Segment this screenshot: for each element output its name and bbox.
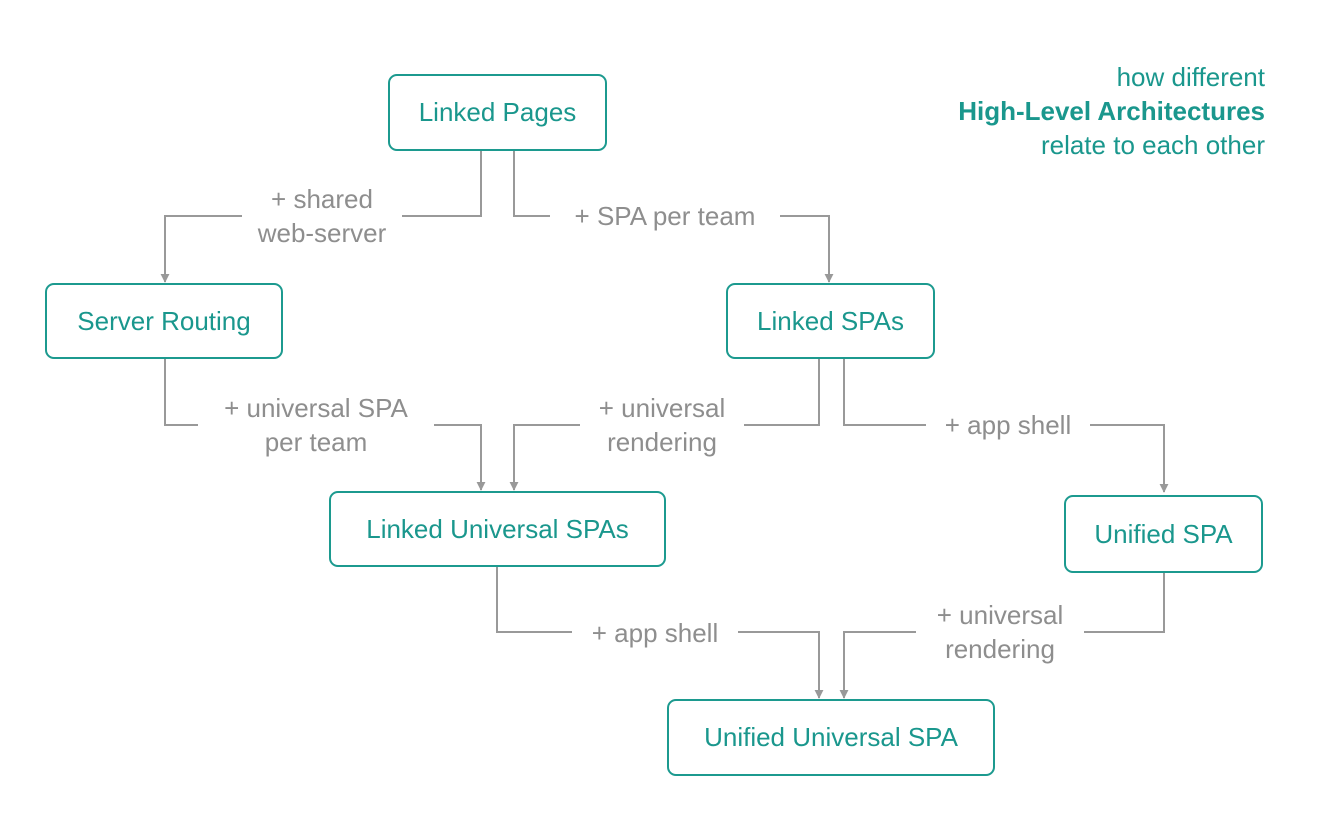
edge-label-line: + SPA per team — [574, 201, 756, 231]
edge-label-line: + shared — [271, 184, 373, 214]
edge-label-line: rendering — [607, 427, 717, 457]
edge-label-universal-rendering-b: + universal rendering — [916, 598, 1084, 666]
edge-label-universal-spa-per-team: + universal SPA per team — [198, 391, 434, 459]
edge-label-line: + universal — [598, 393, 726, 423]
node-unified-universal-spa: Unified Universal SPA — [667, 699, 995, 776]
edge-label-line: + universal — [936, 600, 1064, 630]
node-linked-universal-spas: Linked Universal SPAs — [329, 491, 666, 567]
legend-line-2: High-Level Architectures — [958, 96, 1265, 126]
edge-label-line: rendering — [945, 634, 1055, 664]
legend-line-1: how different — [1116, 62, 1265, 92]
node-server-routing: Server Routing — [45, 283, 283, 359]
edge-label-line: + app shell — [944, 410, 1072, 440]
edge-label-line: web-server — [257, 218, 387, 248]
edge-label-line: + app shell — [591, 618, 719, 648]
edge-label-shared-web-server: + shared web-server — [242, 182, 402, 250]
node-linked-pages: Linked Pages — [388, 74, 607, 151]
legend: how different High-Level Architectures r… — [958, 60, 1265, 162]
edge-label-universal-rendering-a: + universal rendering — [580, 391, 744, 459]
legend-line-3: relate to each other — [1040, 130, 1265, 160]
edge-label-line: + universal SPA — [224, 393, 408, 423]
edge-label-app-shell-a: + app shell — [926, 408, 1090, 442]
edge-label-spa-per-team: + SPA per team — [550, 199, 780, 233]
node-linked-spas: Linked SPAs — [726, 283, 935, 359]
edge-label-app-shell-b: + app shell — [572, 616, 738, 650]
edge-label-line: per team — [264, 427, 368, 457]
node-unified-spa: Unified SPA — [1064, 495, 1263, 573]
